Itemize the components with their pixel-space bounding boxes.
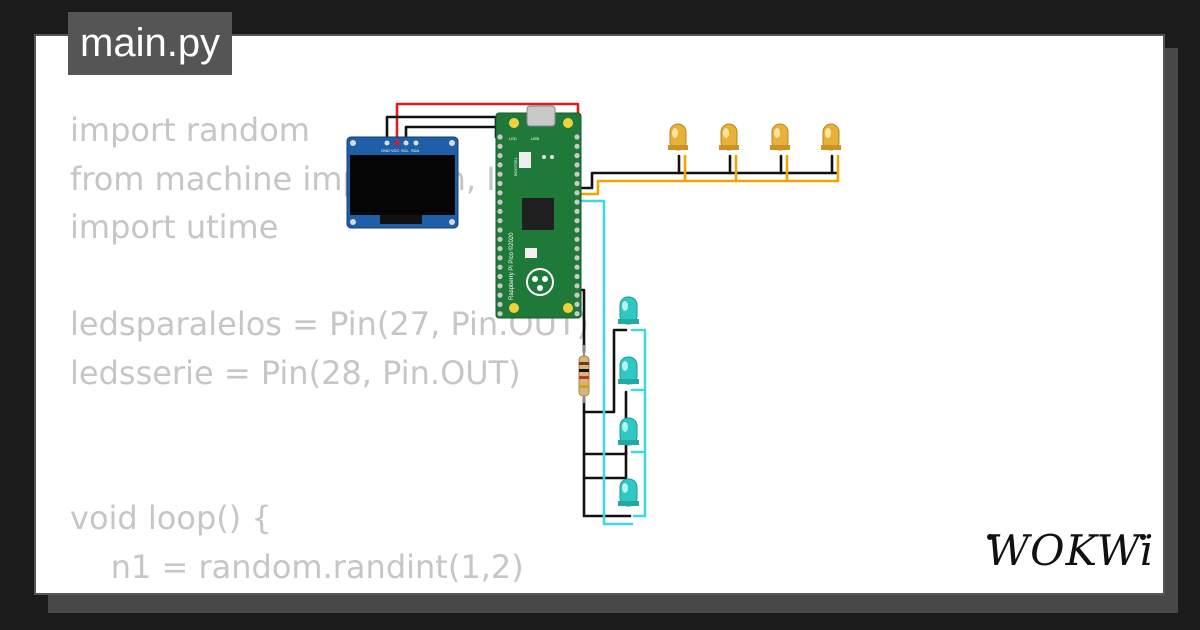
oled-pin-gnd: GND [381,148,390,153]
pico-pin[interactable] [574,246,580,252]
code-line: void loop() { [70,499,272,537]
usb-label: USB [531,136,540,141]
oled-pin-sda: SDA [411,148,420,153]
pico-pin[interactable] [574,208,580,214]
cyan-signal-wire [570,199,634,526]
yellow-led-2[interactable] [719,123,739,151]
pico-pin[interactable] [497,134,503,140]
pico-pin[interactable] [574,255,580,261]
scl-wire [404,125,502,142]
pico-pin[interactable] [497,162,503,168]
pico-pin-rows [497,134,580,317]
oled-pin-scl: SCL [401,148,410,153]
pico-pin[interactable] [574,134,580,140]
pico-pin[interactable] [574,171,580,177]
cyan-loop-1 [630,328,647,518]
code-line: import random [70,111,310,149]
series-link-3 [582,450,628,480]
pico-pin[interactable] [574,292,580,298]
wokwi-logo: WOKWi [986,526,1152,575]
cyan-led-1[interactable] [618,296,639,325]
pico-pin[interactable] [497,171,503,177]
pico-pin[interactable] [574,199,580,205]
cyan-leds[interactable] [618,296,639,507]
pico-pin[interactable] [497,246,503,252]
pico-pin[interactable] [574,143,580,149]
wokwi-logo-text: WOKWi [986,526,1152,575]
board-brand-text: Raspberry Pi Pico ©2020 [508,232,515,300]
bootsel-label: BOOTSEL [513,156,518,176]
oled-pin-vcc: VCC [391,148,400,153]
cyan-led-4[interactable] [618,478,639,507]
series-gnd-wire [582,396,632,518]
resistor[interactable] [578,345,590,403]
led-label: LED [509,136,517,141]
pico-pin[interactable] [497,208,503,214]
pico-pin[interactable] [497,311,503,317]
pico-pin[interactable] [497,199,503,205]
yellow-led-3[interactable] [770,123,790,151]
yellow-led-1[interactable] [668,123,688,151]
pico-pin[interactable] [574,273,580,280]
pico-pin[interactable] [574,180,580,187]
pico-pin[interactable] [574,311,580,317]
pico-pin[interactable] [574,153,580,159]
pico-pin[interactable] [497,236,503,242]
yellow-led-4[interactable] [821,123,841,151]
pico-pin[interactable] [574,301,580,307]
pico-pin[interactable] [497,218,503,224]
pico-pin[interactable] [497,301,503,307]
pico-pin[interactable] [574,190,580,196]
pico-pin[interactable] [497,180,503,187]
file-tab-title[interactable]: main.py [68,12,233,75]
oled-display[interactable]: GND VCC SCL SDA [346,136,459,229]
pico-pin[interactable] [574,283,580,289]
pico-pin[interactable] [497,227,503,233]
pico-pin[interactable] [497,273,503,280]
yellow-leds-signal-wire [570,154,840,196]
yellow-leds-gnd-wire [570,171,838,190]
pico-pin[interactable] [574,236,580,242]
code-line: ledsparalelos = Pin(27, Pin.OUT) [70,305,590,343]
pico-pin[interactable] [497,190,503,196]
code-line: import utime [70,208,279,246]
pico-pin[interactable] [574,264,580,270]
pico-pin[interactable] [497,255,503,261]
cyan-led-2[interactable] [618,356,639,385]
pico-pin[interactable] [574,218,580,224]
logo-dot-icon [987,534,993,540]
series-link-1 [582,328,628,414]
pico-pin[interactable] [497,292,503,298]
pico-pin[interactable] [497,283,503,289]
pico-pin[interactable] [497,264,503,270]
pico-pin[interactable] [497,153,503,159]
pico-board[interactable]: Raspberry Pi Pico ©2020 USB LED BOOTSEL [495,105,582,319]
raspberry-logo-icon [526,268,554,296]
code-line: ledsserie = Pin(28, Pin.OUT) [70,353,521,392]
code-line: n1 = random.randint(1,2) [70,547,524,586]
pico-pin[interactable] [497,143,503,149]
logo-dot-icon [1140,534,1146,540]
pico-pin[interactable] [574,162,580,168]
cyan-led-3[interactable] [618,417,639,446]
yellow-leds[interactable] [668,123,841,151]
pico-pin[interactable] [574,227,580,233]
